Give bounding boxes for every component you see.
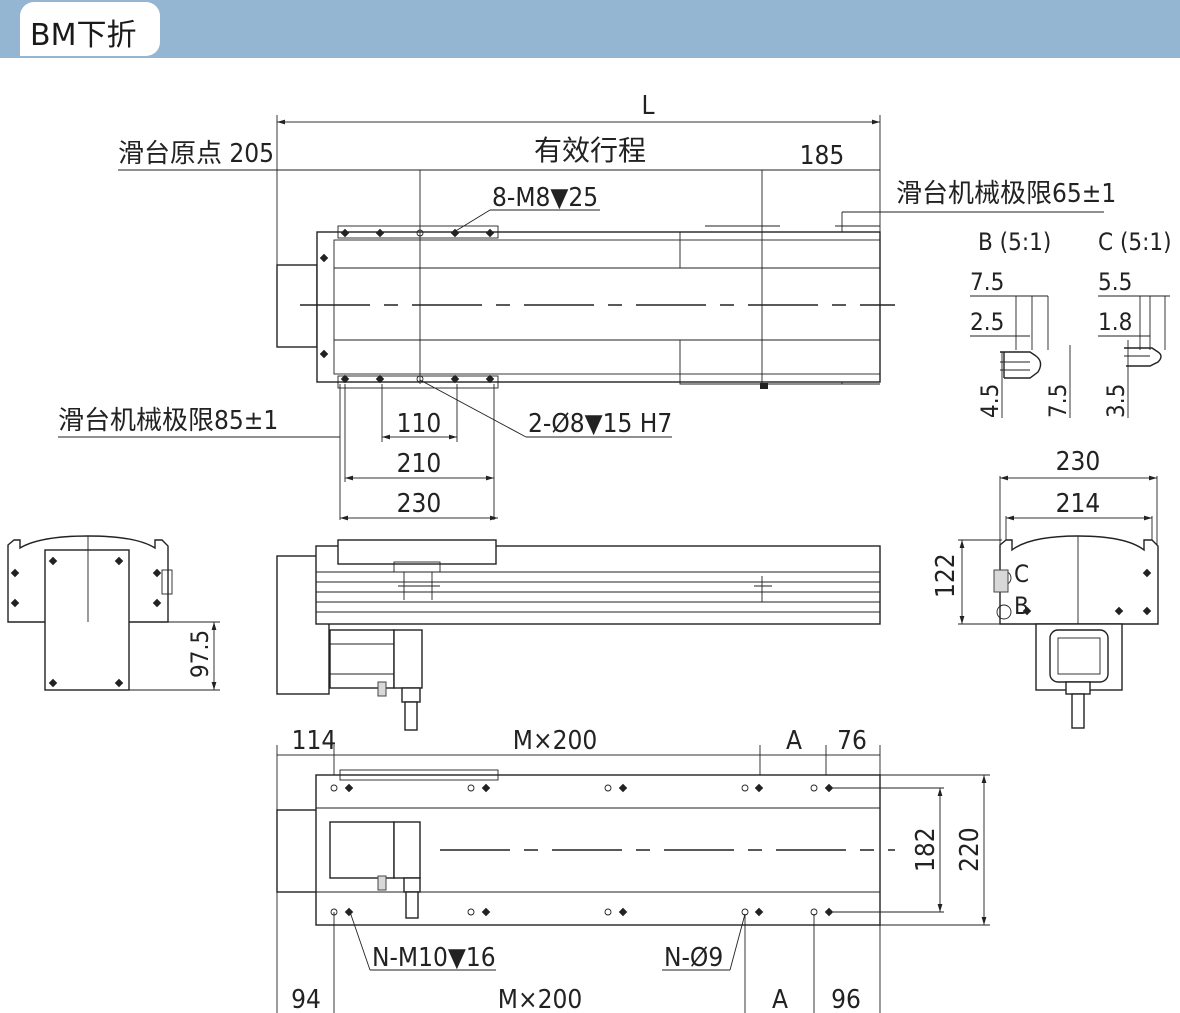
label-n-m10: N-M10▼16 (372, 943, 496, 973)
header-tab (20, 2, 160, 56)
label-pin-holes: 2-Ø8▼15 H7 (528, 409, 672, 439)
dim-a-top: A (786, 726, 802, 756)
left-end-view: 97.5 (7, 535, 220, 691)
detail-c-d3: 3.5 (1102, 384, 1130, 418)
dim-97-5: 97.5 (186, 630, 214, 678)
front-view (276, 539, 881, 731)
label-effective-stroke: 有效行程 (534, 134, 646, 167)
dim-76: 76 (837, 726, 867, 756)
label-holes-top: 8-M8▼25 (492, 183, 598, 213)
end-dim-122: 122 (931, 553, 961, 598)
label-n-9: N-Ø9 (664, 943, 723, 973)
dim-96: 96 (831, 985, 861, 1013)
dim-l: L (641, 91, 654, 121)
detail-c-d2: 1.8 (1098, 308, 1132, 336)
detail-c: C (5:1) 5.5 1.8 3.5 (1098, 228, 1172, 418)
dim-220: 220 (955, 827, 985, 872)
dim-110: 110 (397, 409, 442, 439)
dim-182: 182 (911, 827, 941, 872)
label-mech-limit-65: 滑台机械极限65±1 (896, 179, 1116, 209)
bottom-view: 114 M×200 A 76 (276, 726, 990, 1013)
dim-230: 230 (397, 489, 442, 519)
detail-b: B (5:1) 7.5 2.5 4.5 7.5 (970, 228, 1072, 418)
dim-m200-top: M×200 (513, 726, 597, 756)
dim-a-bottom: A (772, 985, 788, 1013)
detail-b-d3: 4.5 (976, 384, 1004, 418)
detail-b-label: B (5:1) (978, 228, 1051, 256)
detail-c-label: C (5:1) (1098, 228, 1172, 256)
end-label-b: B (1014, 592, 1029, 620)
detail-c-d1: 5.5 (1098, 268, 1132, 296)
end-dim-214: 214 (1056, 489, 1101, 519)
label-slide-origin: 滑台原点 205 (118, 139, 274, 169)
end-dim-230: 230 (1056, 447, 1101, 477)
end-label-c: C (1014, 560, 1029, 588)
right-end-view: 230 214 122 C B (931, 447, 1159, 729)
page-title: BM下折 (30, 18, 137, 53)
header-bar (0, 0, 1180, 58)
detail-b-d4: 7.5 (1044, 384, 1072, 418)
label-mech-limit-85: 滑台机械极限85±1 (58, 406, 278, 436)
detail-b-d1: 7.5 (970, 268, 1004, 296)
dim-210: 210 (397, 449, 442, 479)
dim-185: 185 (800, 141, 845, 171)
dim-114: 114 (292, 726, 337, 756)
top-view: L 滑台原点 205 有效行程 185 滑台机械极限65±1 8-M8▼25 (58, 91, 1116, 521)
dim-94: 94 (291, 985, 321, 1013)
detail-b-d2: 2.5 (970, 308, 1004, 336)
dim-m200-bottom: M×200 (498, 985, 582, 1013)
